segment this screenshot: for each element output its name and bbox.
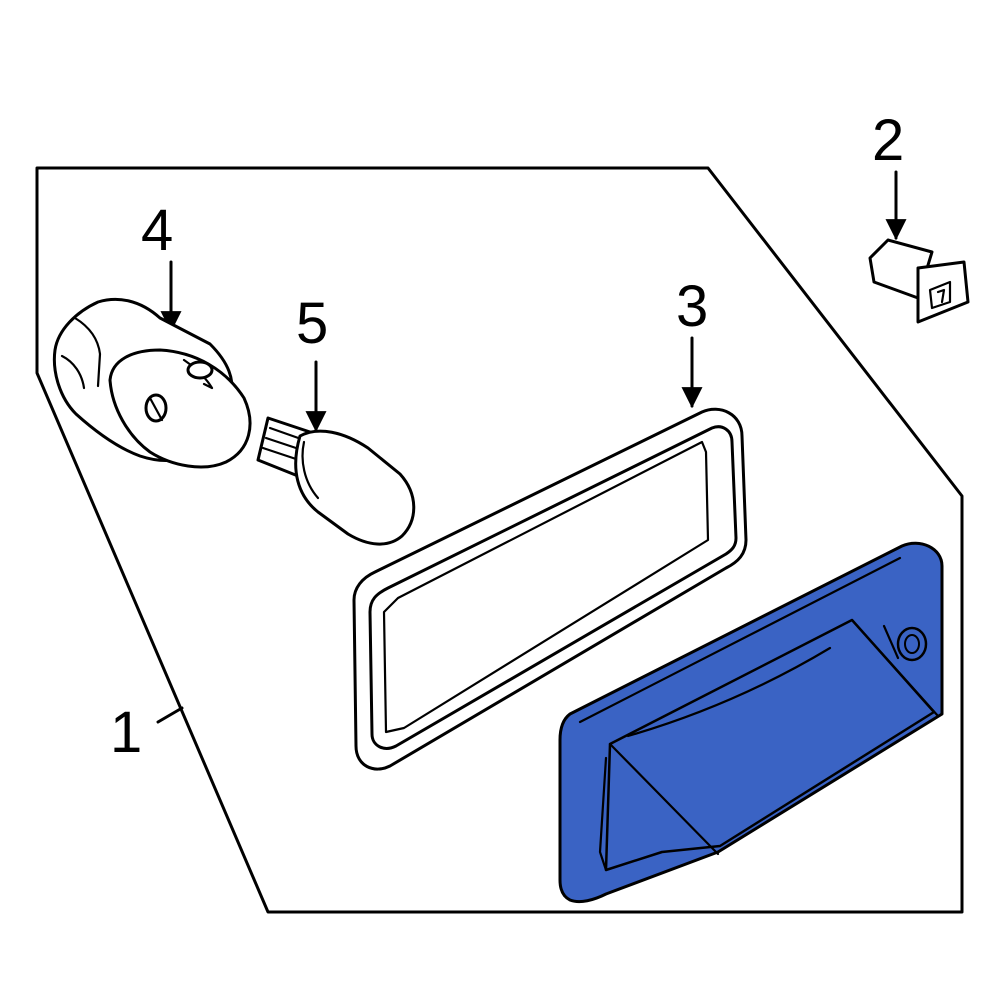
callout-1-leader [156,706,184,724]
assembly-outline [35,166,964,914]
part-4-socket [52,297,252,469]
callout-3: 3 [676,274,708,339]
part-2-clip [868,238,970,324]
lamp-housing [558,541,944,904]
callout-2: 2 [872,108,904,173]
callout-1: 1 [110,700,142,765]
part-3-gasket [352,407,748,771]
part-5-bulb [256,416,416,546]
callout-4: 4 [141,198,173,263]
callout-5: 5 [296,291,328,356]
